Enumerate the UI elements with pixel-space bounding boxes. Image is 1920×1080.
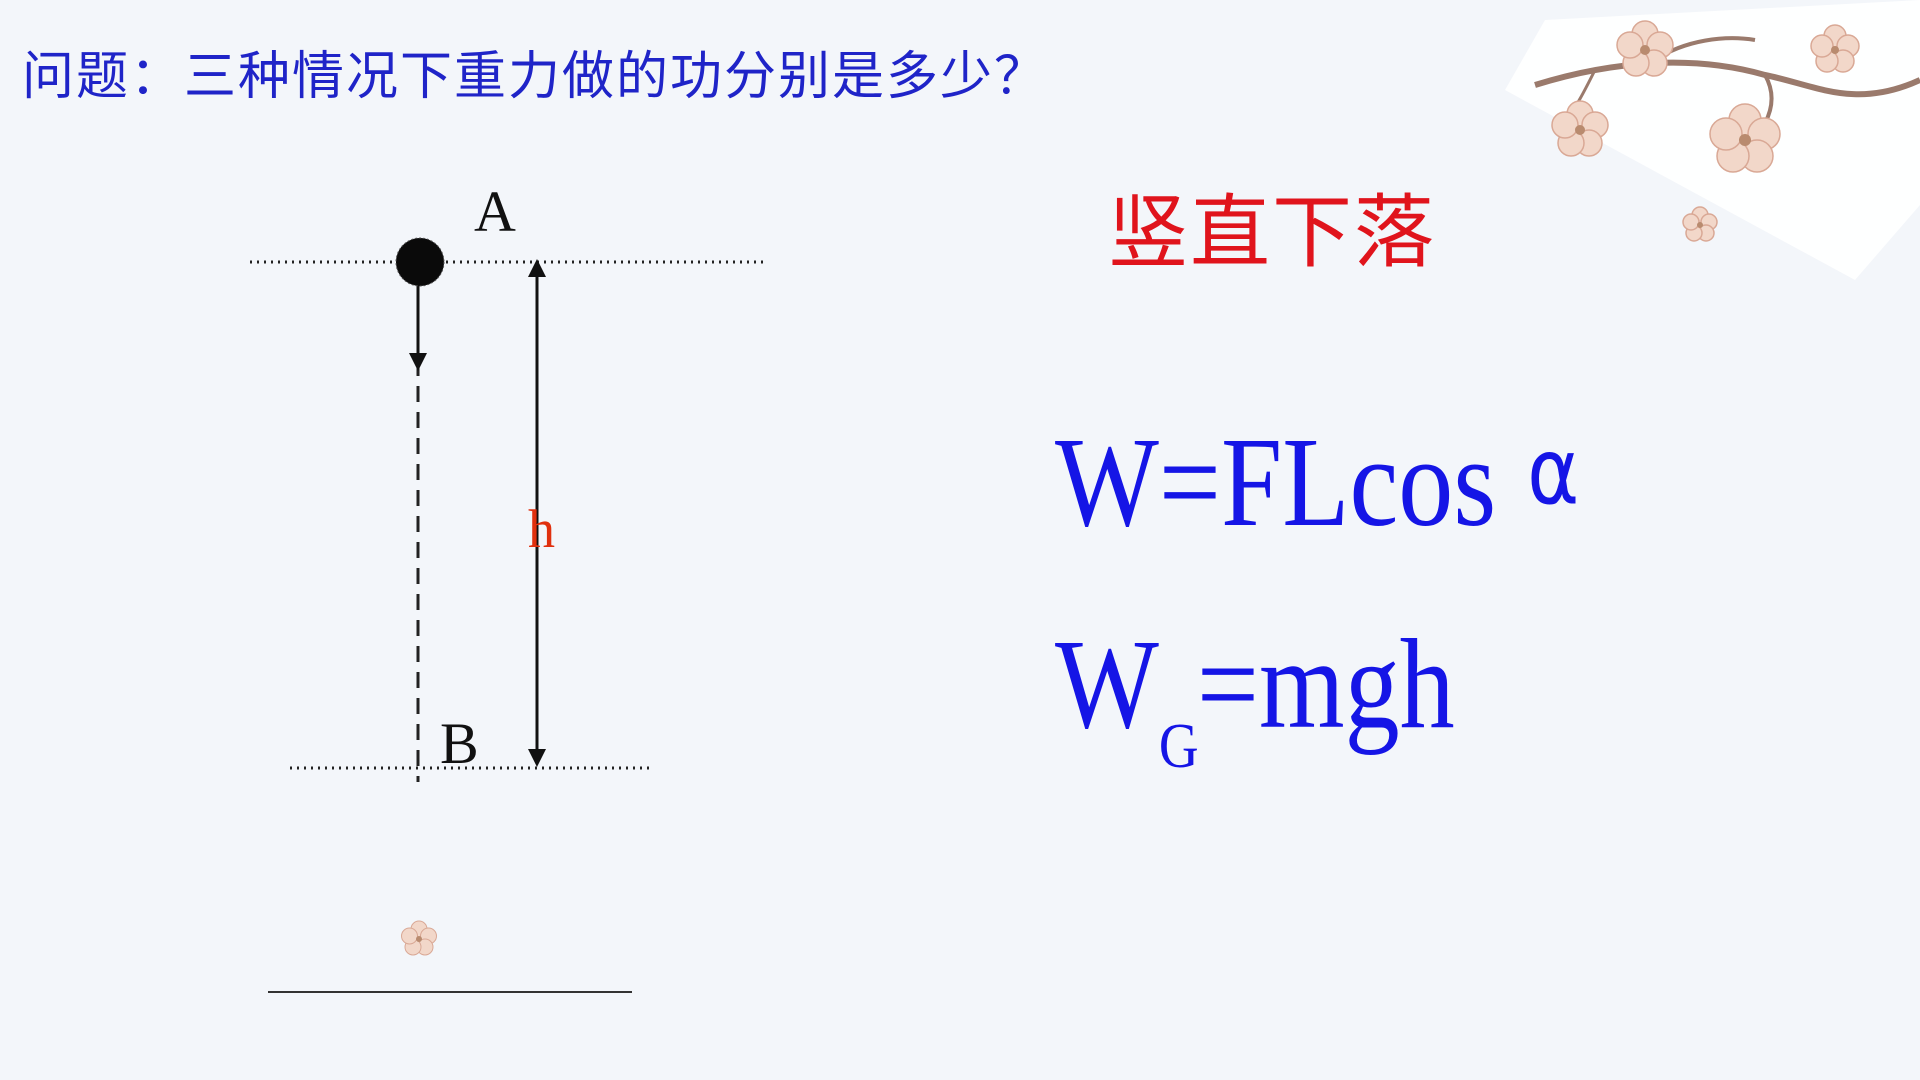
plum-blossom-branch-icon [1505, 0, 1920, 280]
question-title: 问题：三种情况下重力做的功分别是多少？ [22, 47, 1049, 107]
point-b-label: B [440, 711, 479, 776]
case-subtitle: 竖直下落 [1108, 186, 1436, 279]
height-label: h [528, 499, 555, 559]
ball [395, 237, 445, 287]
gravity-work-formula: WG=mgh [1055, 620, 1455, 778]
point-a-label: A [474, 179, 516, 244]
work-formula-main: W=FLcos [1055, 411, 1497, 553]
gravity-work-subscript: G [1158, 710, 1199, 781]
gravity-work-rest: =mgh [1196, 613, 1455, 755]
gravity-work-w: W [1055, 613, 1159, 755]
alpha-symbol: α [1527, 418, 1580, 525]
blossom-icon [401, 920, 437, 956]
